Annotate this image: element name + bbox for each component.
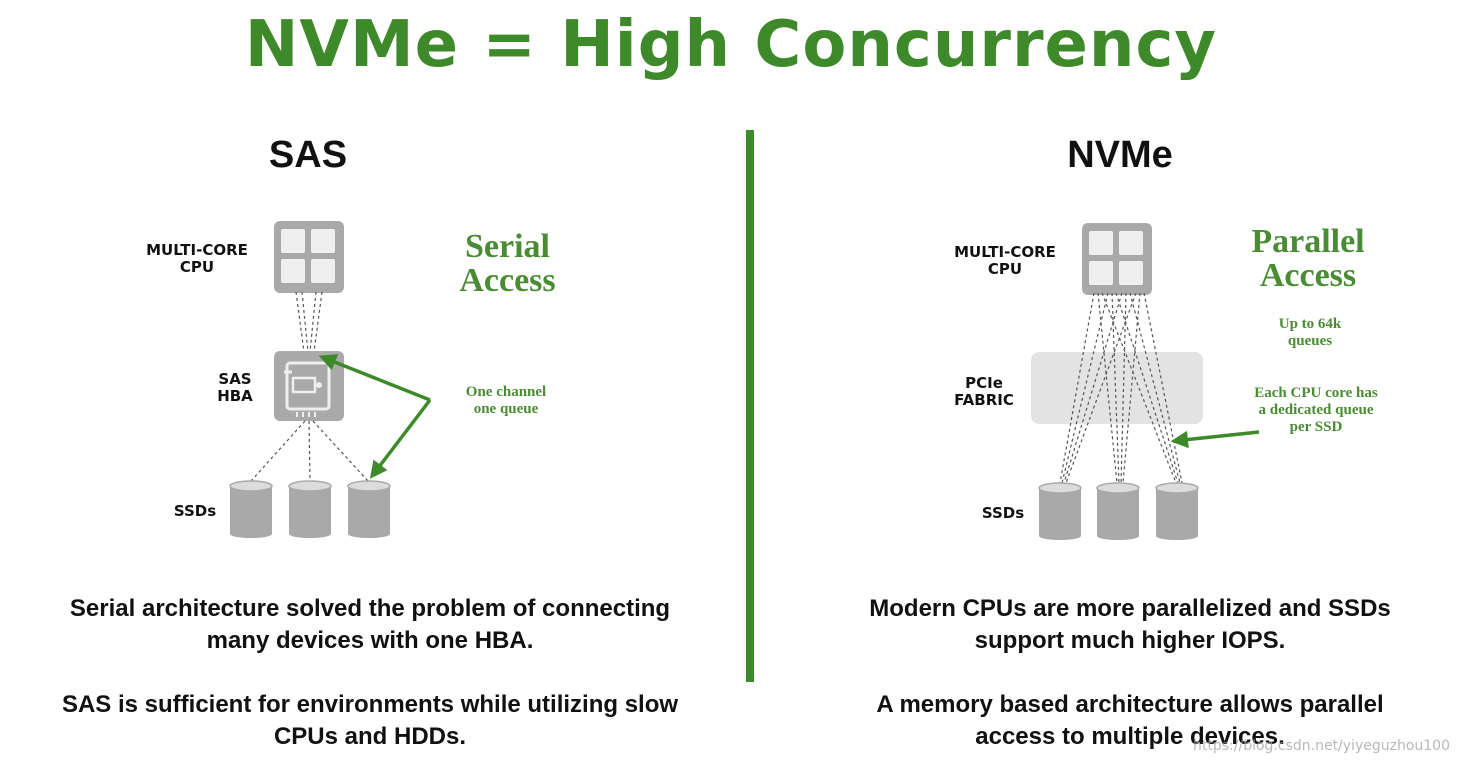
nvme-dedicated-queue-arrow [1170,430,1260,449]
sas-paragraph-1: Serial architecture solved the problem o… [69,595,671,654]
sas-heading: SAS [268,134,348,176]
page-title: NVMe = High Concurrency [244,8,1218,82]
nvme-paragraph-1: Modern CPUs are more parallelized and SS… [869,595,1391,654]
nvme-paragraph-2: A memory based architecture allows paral… [876,691,1384,750]
sas-ssd-icon [229,480,273,538]
sas-ssd-icon [288,480,332,538]
sas-ssds-label: SSDs [173,502,217,520]
nvme-ssd-icon [1038,482,1082,540]
center-divider [746,130,754,682]
nvme-heading: NVMe [1067,134,1173,176]
nvme-parallel-queue-links [1059,292,1183,484]
sas-cpu-hba-links [295,291,323,353]
nvme-ssd-icon [1155,482,1199,540]
sas-ssd-icon [347,480,391,538]
sas-hba-ssd-links [250,420,369,482]
watermark: https://blog.csdn.net/yiyeguzhou100 [1193,738,1450,754]
sas-cpu-chip-icon [274,221,344,293]
nvme-ssd-icon [1096,482,1140,540]
nvme-cpu-chip-icon [1082,223,1152,295]
nvme-ssds-label: SSDs [981,504,1025,522]
sas-channel-arrows [318,354,432,479]
sas-paragraph-2: SAS is sufficient for environments while… [61,691,679,750]
